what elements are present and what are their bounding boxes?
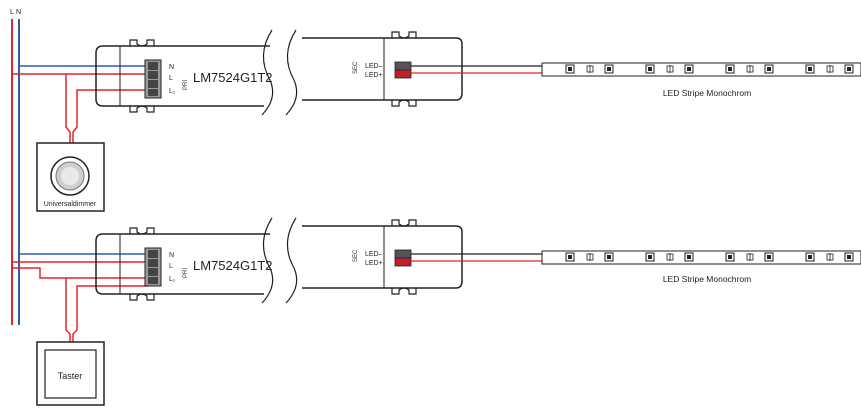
break-line-icon xyxy=(285,29,298,116)
terminal-l1-label: L₁ xyxy=(169,276,176,283)
break-line-icon xyxy=(285,217,298,304)
mount-clip-icon xyxy=(129,39,155,47)
mount-clip-icon xyxy=(391,287,417,295)
push-button: Taster xyxy=(36,341,105,406)
strip-label: LED Stripe Monochrom xyxy=(663,88,751,98)
driver-model: LM7524G1T2 xyxy=(193,70,273,85)
terminal-n-label: N xyxy=(169,64,174,71)
mount-clip-icon xyxy=(129,227,155,235)
bus-label-n: N xyxy=(16,9,21,16)
led-plus-label: LED+ xyxy=(365,260,383,267)
driver-2: N L L₁ PRI LM7524G1T2 SEC LED– LED+ xyxy=(95,217,543,304)
driver-2-wiring xyxy=(12,253,148,343)
pri-label: PRI xyxy=(183,80,189,90)
sec-label: SEC xyxy=(353,249,359,262)
input-terminal-block xyxy=(144,247,162,287)
universal-dimmer: Universaldimmer xyxy=(36,142,105,212)
mount-clip-icon xyxy=(391,99,417,107)
mount-clip-icon xyxy=(391,219,417,227)
break-line-icon xyxy=(261,29,274,116)
terminal-l1-label: L₁ xyxy=(169,88,176,95)
strip-label: LED Stripe Monochrom xyxy=(663,274,751,284)
led-plus-label: LED+ xyxy=(365,72,383,79)
dimmer-label: Universaldimmer xyxy=(44,201,97,208)
mount-clip-icon xyxy=(129,293,155,301)
driver-1-wiring xyxy=(12,65,148,144)
mount-clip-icon xyxy=(391,31,417,39)
led-strip-2: LED Stripe Monochrom xyxy=(541,250,861,284)
button-label: Taster xyxy=(58,371,83,381)
output-terminal-block xyxy=(394,249,412,267)
led-minus-label: LED– xyxy=(365,251,383,258)
input-terminal-block xyxy=(144,59,162,99)
driver-1: N L L₁ PRI LM7524G1T2 SEC LED– LED+ xyxy=(95,29,543,116)
button-rocker-icon xyxy=(44,349,97,399)
terminal-l-label: L xyxy=(169,263,173,270)
bus-label-l: L xyxy=(10,9,14,16)
pri-label: PRI xyxy=(183,268,189,278)
sec-label: SEC xyxy=(353,61,359,74)
output-terminal-block xyxy=(394,61,412,79)
led-minus-label: LED– xyxy=(365,63,383,70)
break-line-icon xyxy=(261,217,274,304)
terminal-l-label: L xyxy=(169,75,173,82)
led-strip-1: LED Stripe Monochrom xyxy=(541,62,861,98)
driver-model: LM7524G1T2 xyxy=(193,258,273,273)
mount-clip-icon xyxy=(129,105,155,113)
terminal-n-label: N xyxy=(169,252,174,259)
